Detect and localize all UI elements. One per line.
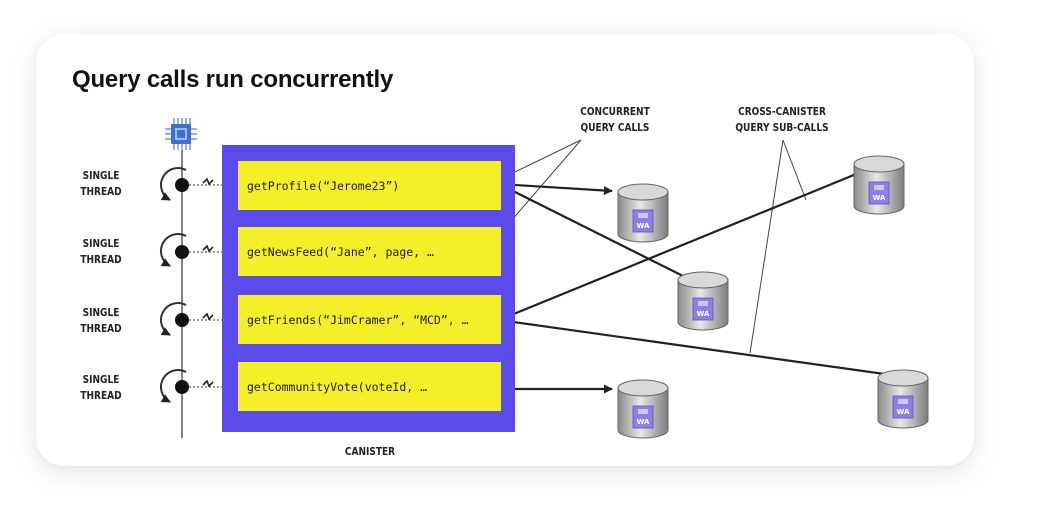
database-canister-icon: WA	[677, 271, 729, 331]
db-label: WA	[697, 310, 710, 318]
arrow-friends-to-db	[498, 168, 867, 322]
thread-label: SINGLE THREAD	[80, 373, 122, 402]
thread-loop-icon	[160, 167, 187, 201]
callout-line-cross	[749, 139, 784, 354]
database-canister-icon: WA	[617, 379, 669, 439]
arrow-profile-to-db	[498, 182, 613, 195]
break-mark-icon	[202, 244, 214, 253]
thread-label: SINGLE THREAD	[80, 169, 122, 198]
break-mark-icon	[202, 177, 214, 186]
thread-loop-icon	[160, 302, 187, 336]
label-canister: CANISTER	[344, 445, 396, 458]
thread-node	[175, 313, 189, 327]
arrow-friends-to-db	[498, 318, 907, 381]
thread-label: SINGLE THREAD	[80, 237, 122, 266]
database-canister-icon: WA	[617, 183, 669, 243]
query-call-get-friends: getFriends(“JimCramer”, “MCD”, …	[238, 295, 501, 344]
callout-line-cross	[782, 139, 807, 201]
thread-loop-icon	[160, 369, 187, 403]
query-call-get-profile: getProfile(“Jerome23”)	[238, 161, 501, 210]
canister-box: getProfile(“Jerome23”) getNewsFeed(“Jane…	[222, 145, 515, 432]
query-call-get-community-vote: getCommunityVote(voteId, …	[238, 362, 501, 411]
break-mark-icon	[202, 379, 214, 388]
cpu-chip-icon	[165, 118, 197, 150]
db-label: WA	[897, 408, 910, 416]
thread-label: SINGLE THREAD	[80, 306, 122, 335]
diagram-title: Query calls run concurrently	[72, 66, 394, 93]
database-canister-icon: WA	[853, 155, 905, 215]
break-mark-icon	[202, 312, 214, 321]
database-canister-icon: WA	[877, 369, 929, 429]
db-label: WA	[637, 418, 650, 426]
arrow-profile-to-db	[498, 183, 708, 289]
db-label: WA	[637, 222, 650, 230]
thread-node	[175, 380, 189, 394]
label-concurrent-query-calls: CONCURRENT QUERY CALLS	[580, 105, 650, 134]
db-label: WA	[873, 194, 886, 202]
query-call-get-news-feed: getNewsFeed(“Jane”, page, …	[238, 227, 501, 276]
label-cross-canister-sub-calls: CROSS-CANISTER QUERY SUB-CALLS	[735, 105, 829, 134]
thread-loop-icon	[160, 233, 187, 267]
thread-node	[175, 178, 189, 192]
thread-node	[175, 245, 189, 259]
